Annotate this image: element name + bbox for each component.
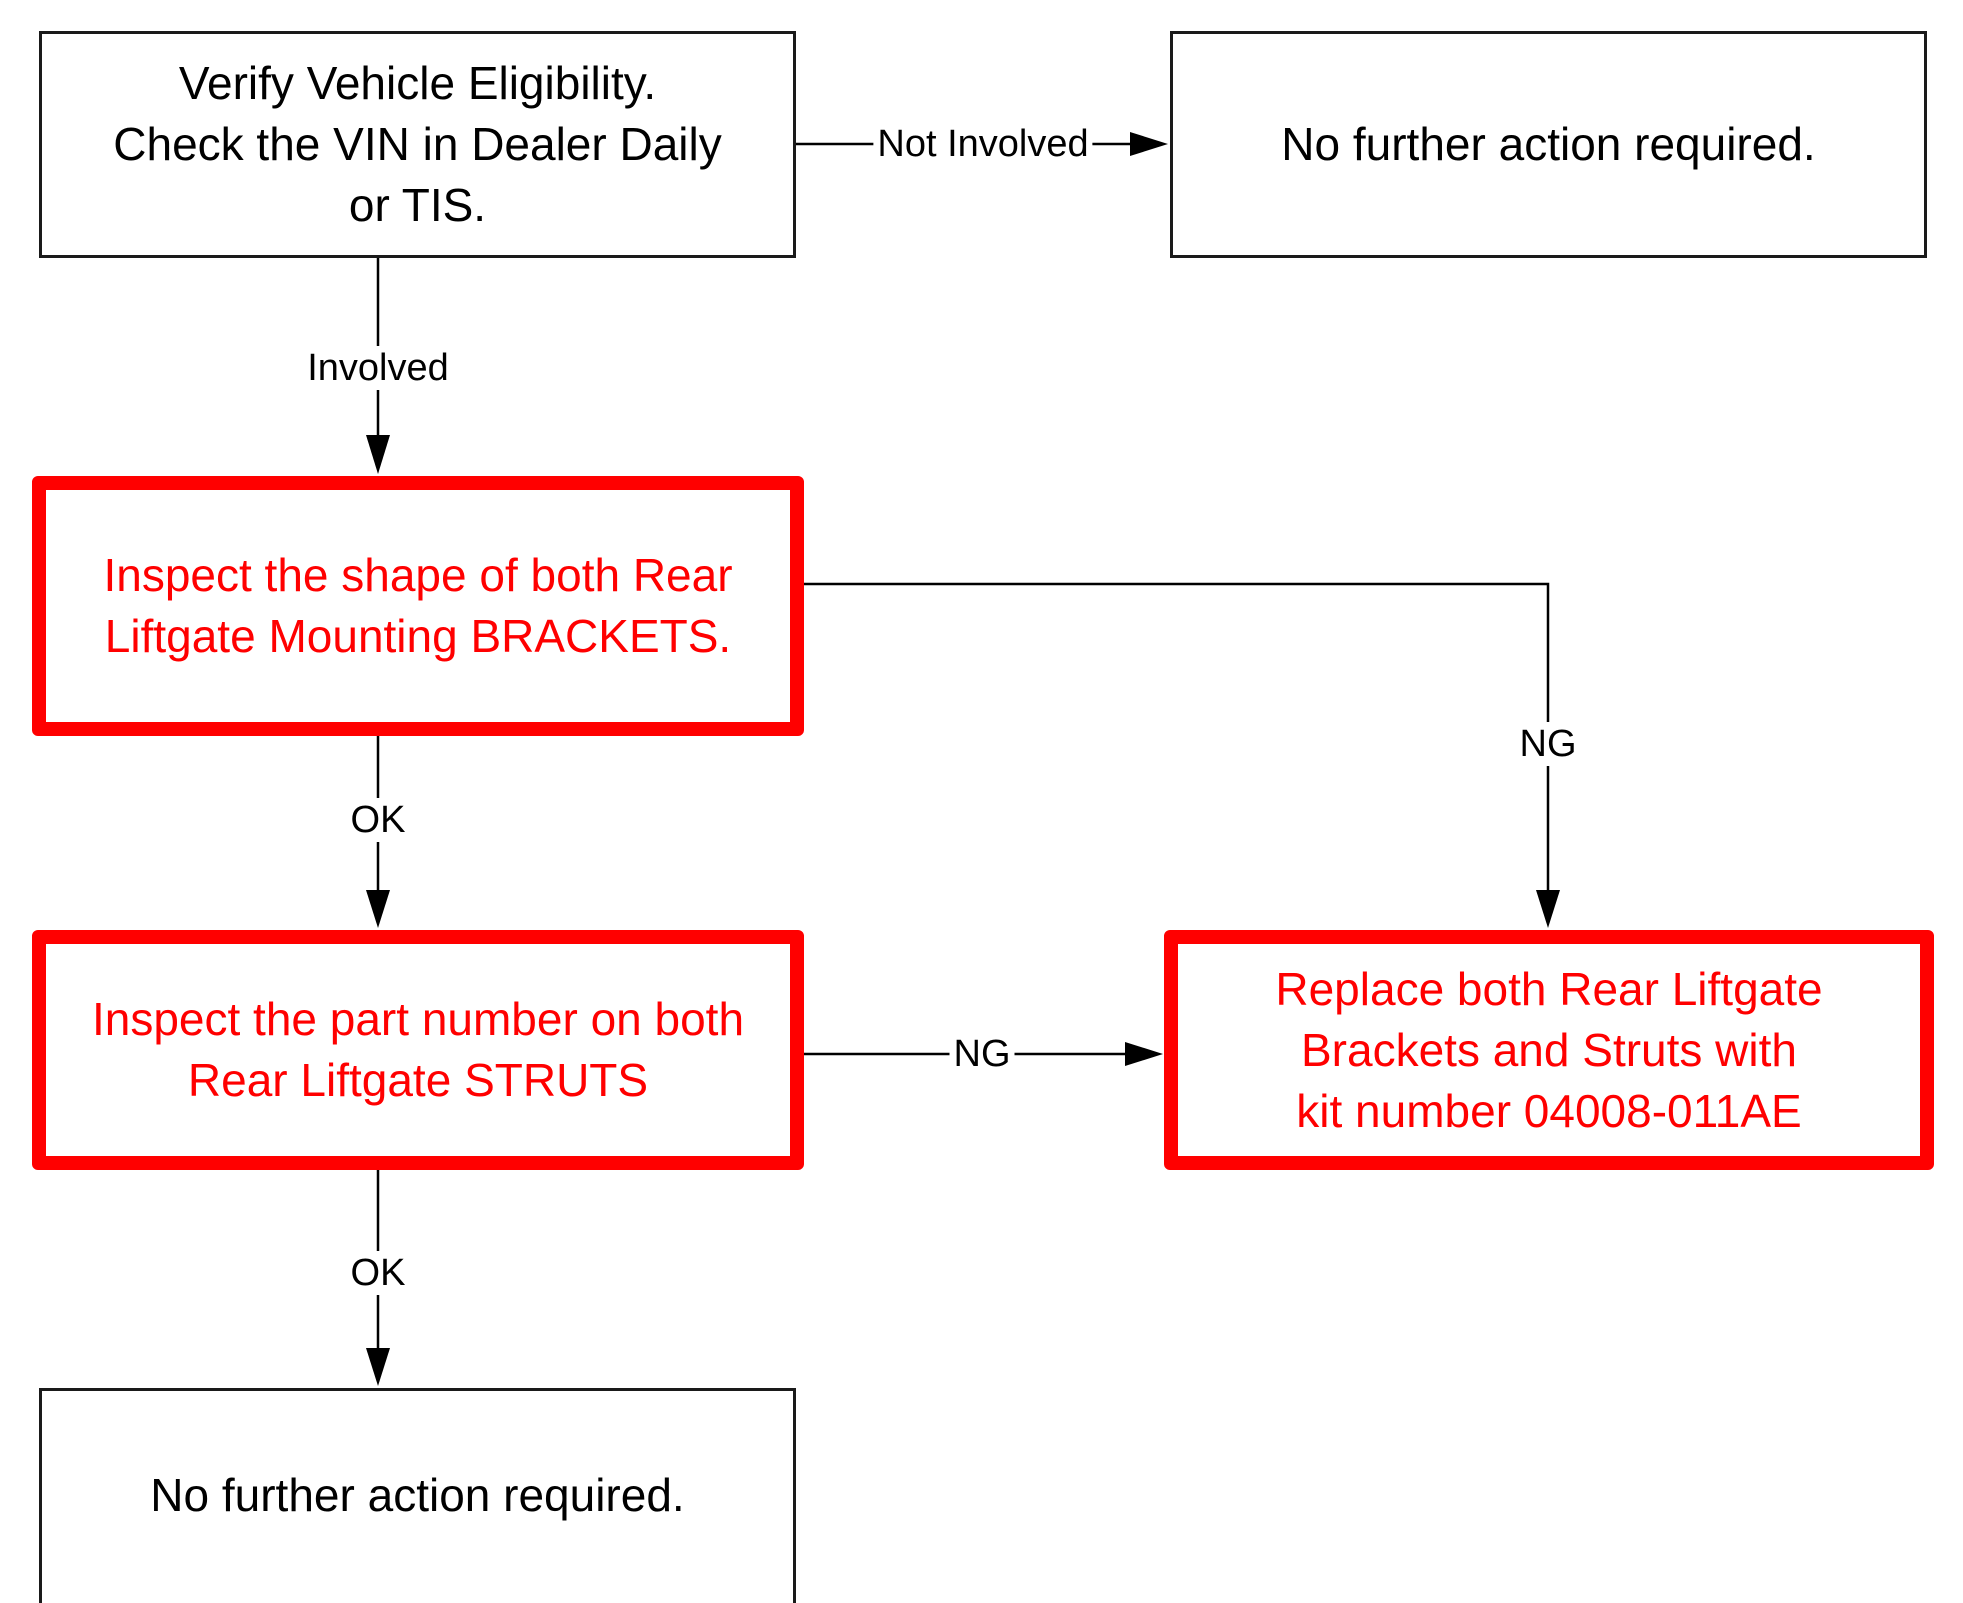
- node-verify-eligibility: Verify Vehicle Eligibility. Check the VI…: [39, 31, 796, 258]
- edge-label-not-involved: Not Involved: [873, 122, 1093, 166]
- node-no-action-bottom: No further action required.: [39, 1388, 796, 1603]
- node-verify-eligibility-text: Verify Vehicle Eligibility. Check the VI…: [113, 57, 722, 231]
- edge-label-brackets-ng: NG: [1515, 722, 1581, 766]
- node-no-action-bottom-text: No further action required.: [150, 1469, 685, 1521]
- arrowhead-down-icon: [366, 1348, 390, 1386]
- node-inspect-struts: Inspect the part number on both Rear Lif…: [32, 930, 804, 1170]
- edge-brackets-to-replace-line: [804, 582, 1550, 890]
- node-inspect-struts-text: Inspect the part number on both Rear Lif…: [91, 993, 745, 1106]
- edge-label-brackets-ok: OK: [346, 798, 410, 842]
- arrowhead-right-icon: [1130, 132, 1168, 156]
- arrowhead-down-icon: [366, 890, 390, 928]
- node-inspect-brackets-text: Inspect the shape of both Rear Liftgate …: [103, 549, 733, 662]
- node-inspect-brackets: Inspect the shape of both Rear Liftgate …: [32, 476, 804, 736]
- node-no-action-top: No further action required.: [1170, 31, 1927, 258]
- edge-label-struts-ng: NG: [949, 1032, 1015, 1076]
- node-replace-parts-text: Replace both Rear Liftgate Brackets and …: [1275, 962, 1823, 1137]
- node-replace-parts: Replace both Rear Liftgate Brackets and …: [1164, 930, 1934, 1170]
- node-no-action-top-text: No further action required.: [1281, 118, 1816, 170]
- arrowhead-right-icon: [1125, 1042, 1163, 1066]
- arrowhead-down-icon: [1536, 890, 1560, 928]
- edge-label-involved: Involved: [303, 346, 453, 390]
- arrowhead-down-icon: [366, 435, 390, 474]
- edge-label-struts-ok: OK: [346, 1251, 410, 1295]
